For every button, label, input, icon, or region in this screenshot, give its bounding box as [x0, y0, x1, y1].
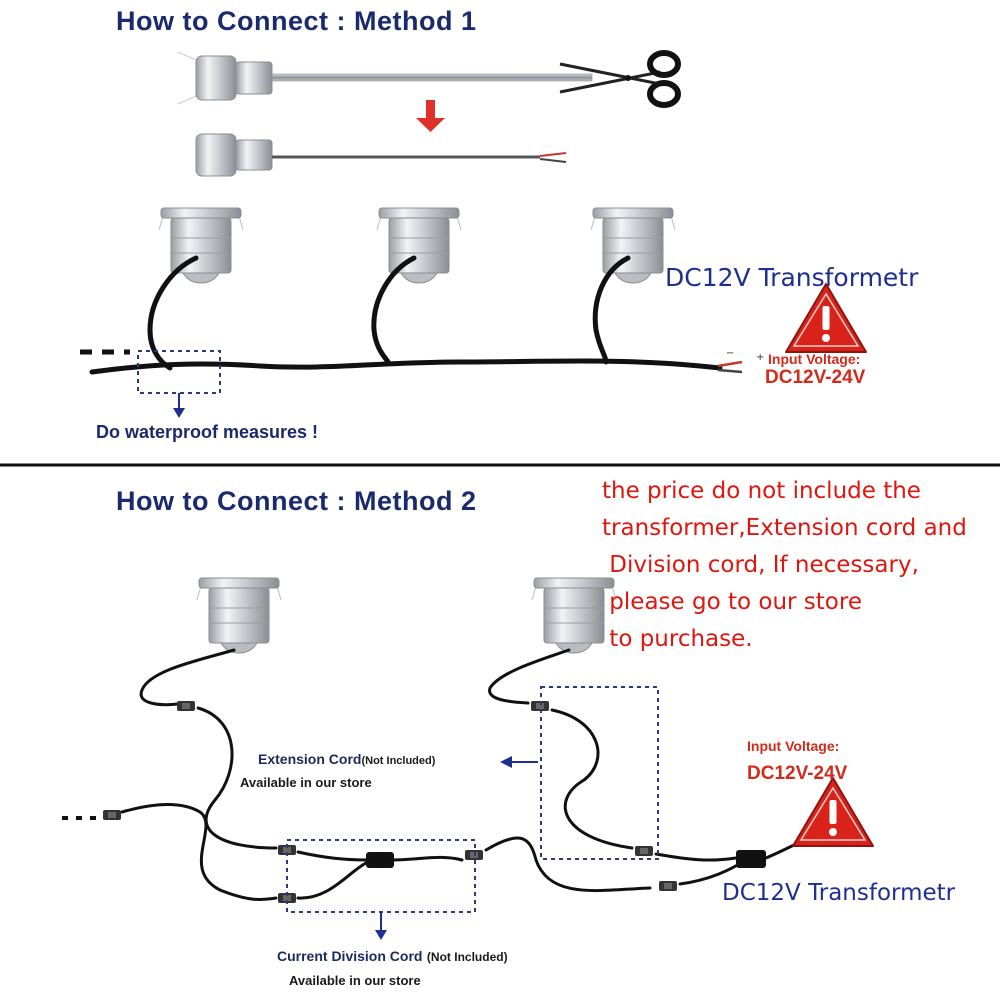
price-note-line: transformer,Extension cord and [602, 515, 967, 541]
extension-arrow [500, 756, 538, 768]
price-note-line: the price do not include the [602, 478, 921, 504]
light-fixture-icon [590, 207, 676, 284]
warning-triangle-icon [785, 283, 867, 353]
price-note: the price do not include the transformer… [602, 473, 1000, 658]
division-cord-dashed-box [286, 839, 476, 913]
division-cord-note: (Not Included) [426, 950, 508, 964]
division-available: Available in our store [289, 973, 421, 988]
extension-cord-label: Extension Cord [258, 751, 362, 767]
light-fixture-icon [196, 577, 282, 654]
price-note-line: Division cord, If necessary, [602, 552, 919, 578]
waterproof-dashed-box [137, 350, 221, 394]
method1-input-voltage-label: Input Voltage: [768, 351, 861, 367]
light-fixture-icon [158, 207, 244, 284]
method2-heading: How to Connect : Method 2 [116, 486, 477, 516]
transformer-body [736, 850, 766, 868]
down-arrow-icon [416, 100, 445, 132]
division-arrow [375, 912, 387, 940]
svg-text:−: − [726, 348, 734, 359]
waterproof-note: Do waterproof measures ! [96, 422, 319, 442]
method2-transformer-label: DC12V Transformetr [722, 880, 956, 906]
waterproof-arrow [173, 393, 185, 418]
price-note-line: to purchase. [602, 626, 753, 652]
light-fixture-icon [376, 207, 462, 284]
division-cord-splitter [366, 852, 394, 868]
extension-cord-note: (Not Included) [361, 755, 436, 767]
division-cord-caption: Current Division Cord (Not Included) [277, 948, 508, 966]
scissors-icon [559, 50, 681, 108]
method1-heading: How to Connect : Method 1 [116, 6, 477, 36]
warning-triangle-icon [792, 777, 874, 847]
method1-cables [89, 255, 723, 375]
price-note-line: please go to our store [602, 589, 862, 615]
extension-cord-dashed-box [540, 686, 659, 860]
method1-transformer-label: DC12V Transformetr [665, 263, 919, 292]
method1-wire-ends: − + [717, 348, 764, 374]
extension-available: Available in our store [240, 775, 372, 790]
method2-input-voltage-label: Input Voltage: [747, 738, 840, 754]
method2-cables [120, 648, 802, 902]
division-cord-label: Current Division Cord [277, 948, 423, 964]
method2-input-voltage-value: DC12V-24V [747, 763, 848, 784]
fixture-with-long-wire [177, 51, 593, 105]
svg-text:+: + [756, 352, 764, 363]
method1-input-voltage-value: DC12V-24V [765, 367, 866, 388]
extension-cord-caption: Extension Cord(Not Included) [258, 751, 435, 769]
fixture-with-short-wire [195, 133, 567, 177]
